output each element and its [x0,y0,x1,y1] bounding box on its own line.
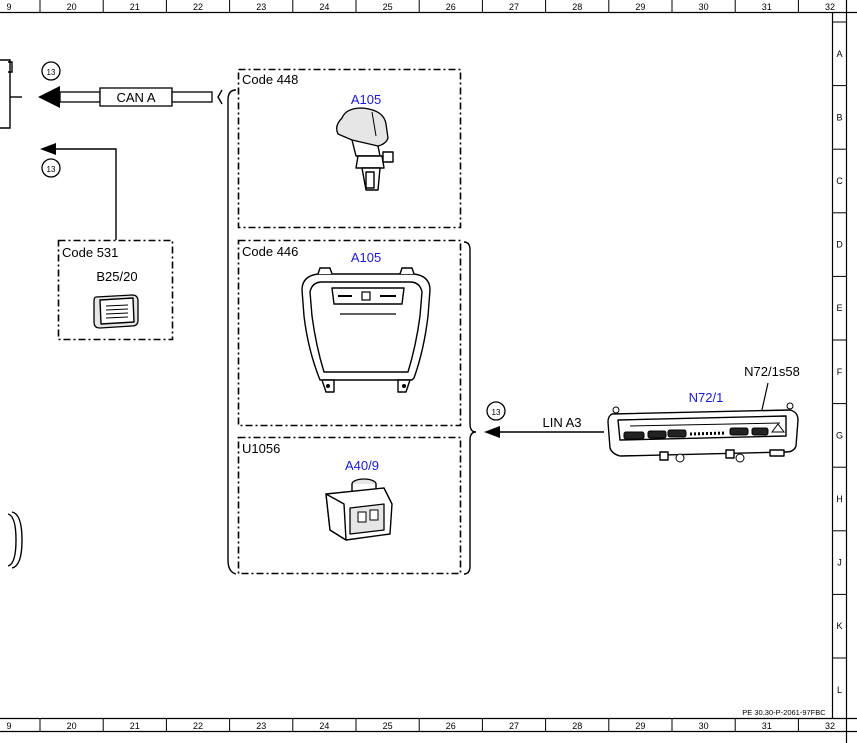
left-edge-fragment [0,59,23,569]
side-ruler-label: J [837,558,842,568]
bottom-column-ruler: 9 20 21 22 23 24 25 26 27 28 29 30 31 32 [6,718,835,731]
dashed-box [237,239,462,427]
control-module-icon [325,478,393,541]
bottom-ruler-label: 30 [699,721,709,731]
bottom-ruler-label: 9 [6,721,11,731]
top-column-ruler: 9 20 21 22 23 24 25 26 27 28 29 30 31 32 [6,0,835,12]
top-ruler-label: 26 [446,2,456,12]
bottom-ruler-label: 24 [319,721,329,731]
top-ruler-label: 30 [699,2,709,12]
side-row-ruler: A B C D E F G H J K L [832,21,846,695]
bottom-ruler-label: 22 [193,721,203,731]
bottom-ruler-label: 27 [509,721,519,731]
top-ruler-label: 24 [319,2,329,12]
component-label: A105 [351,250,381,265]
gear-selector-icon [336,107,394,191]
dashed-box [237,436,462,575]
top-ruler-label: 23 [256,2,266,12]
side-ruler-label: L [837,685,842,695]
bottom-ruler-label: 23 [256,721,266,731]
bus-arrow [38,86,60,108]
box-code-label: Code 448 [242,72,298,87]
top-ruler-label: 21 [130,2,140,12]
top-ruler-label: 22 [193,2,203,12]
bottom-ruler-label: 25 [383,721,393,731]
top-ruler-label: 20 [67,2,77,12]
top-ruler-label: 29 [635,2,645,12]
sensor-icon [93,294,139,329]
side-ruler-label: F [837,367,843,377]
box-u1056: U1056 A40/9 [237,436,462,575]
bottom-ruler-label: 32 [825,721,835,731]
document-id: PE 30.30-P-2061-97FBC [742,708,826,717]
box-code-label: Code 446 [242,244,298,259]
right-brace [463,241,477,575]
bottom-ruler-label: 29 [635,721,645,731]
side-ruler-label: C [836,176,843,186]
dashed-box [57,239,174,341]
bus-arrow [484,426,500,438]
console-panel-icon [301,267,431,393]
box-code-446: Code 446 A105 [237,239,462,427]
side-ruler-label: H [836,494,843,504]
bottom-ruler-label: 20 [67,721,77,731]
lin-label: LIN A3 [542,415,581,430]
left-brace [227,89,237,575]
side-ruler-label: K [836,621,842,631]
bottom-ruler-label: 21 [130,721,140,731]
bottom-ruler-label: 26 [446,721,456,731]
box-code-label: U1056 [242,441,280,456]
component-label: N72/1 [689,390,724,405]
side-ruler-label: A [836,49,842,59]
lin-bus-connector: 13 LIN A3 [484,401,604,438]
box-code-label: Code 531 [62,245,118,260]
reference-circle [41,158,61,178]
component-label: A105 [351,92,381,107]
box-code-531: Code 531 B25/20 [57,239,174,341]
top-ruler-label: 27 [509,2,519,12]
climate-control-panel-icon [607,402,799,463]
top-ruler-label: 25 [383,2,393,12]
side-ruler-label: D [836,240,843,250]
side-ruler-label: G [836,430,843,440]
side-ruler-label: B [836,112,842,122]
top-ruler-label: 32 [825,2,835,12]
reference-number: 13 [47,165,56,174]
component-label: A40/9 [345,458,379,473]
component-label: B25/20 [96,269,137,284]
dashed-box [237,68,462,229]
bottom-ruler-label: 31 [762,721,772,731]
bottom-ruler-label: 28 [572,721,582,731]
sensor-connector: 13 [40,143,117,240]
can-label: CAN A [116,90,155,105]
box-code-448: Code 448 A105 [237,68,462,229]
top-ruler-label: 28 [572,2,582,12]
reference-circle [486,401,506,421]
top-ruler-label: 9 [6,2,11,12]
switch-label: N72/1s58 [744,364,800,379]
reference-number: 13 [47,68,56,77]
n72-1-control-panel: N72/1 N72/1s58 [607,364,800,463]
top-ruler-label: 31 [762,2,772,12]
side-ruler-label: E [836,303,842,313]
bracket-brace [217,89,223,105]
reference-circle [41,61,61,81]
can-bus-connector: 13 CAN A [38,61,223,108]
reference-number: 13 [492,408,501,417]
